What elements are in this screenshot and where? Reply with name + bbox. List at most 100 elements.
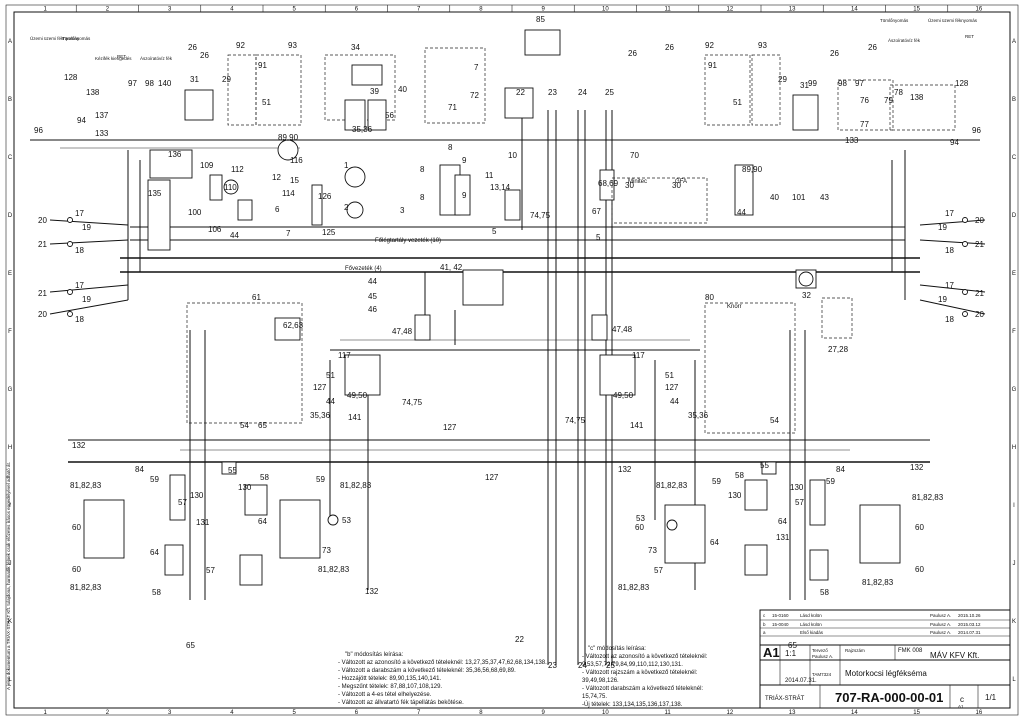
label-40b: 40 <box>398 85 407 94</box>
label-110: 110 <box>224 183 237 192</box>
label-51c: 51 <box>665 371 674 380</box>
row-marker-F: F <box>8 329 12 335</box>
label-94b: 94 <box>950 138 959 147</box>
label-130b: 130 <box>238 483 252 492</box>
label-54: 54 <box>240 421 249 430</box>
label-59d: 59 <box>826 477 835 486</box>
label-49-50: 49,50 <box>347 391 368 400</box>
modification-notes: "b" módosítás leírása: - Változott az az… <box>338 646 708 708</box>
label-132d: 132 <box>365 587 379 596</box>
label-77: 77 <box>860 120 869 129</box>
label-117b: 117 <box>632 351 645 360</box>
label-25-bottom: 25 <box>606 661 615 670</box>
row-marker-I: I <box>9 503 11 509</box>
label-106: 106 <box>208 225 222 234</box>
label-17d: 17 <box>945 281 954 290</box>
top-label-8: Ászoíratóvíz fék <box>888 37 921 43</box>
column-marker-2: 2 <box>106 7 110 13</box>
label-19: 19 <box>82 223 91 232</box>
title-block <box>759 609 1011 709</box>
label-72: 72 <box>470 91 479 100</box>
label-20c: 20 <box>975 216 984 225</box>
label-34: 34 <box>351 43 360 52</box>
row-marker-C: C <box>8 155 13 161</box>
label-22-bottom: 22 <box>515 635 524 644</box>
label-85: 85 <box>536 15 545 24</box>
notes-right-line-6: -Új tételek: 133,134,135,136,137,138. <box>582 701 683 708</box>
label-21b: 21 <box>38 289 47 298</box>
label-51: 51 <box>262 98 271 107</box>
label-54b: 54 <box>770 416 779 425</box>
label-44c: 44 <box>737 208 746 217</box>
label-65b: 65 <box>186 641 195 650</box>
notes-left-line-1: - Változott a darabszám a következő téte… <box>338 668 516 674</box>
notes-left-line-3: - Megszűnt tételek: 87,88,107,108,129. <box>338 684 442 690</box>
rev-c-desc: Lásd külön <box>800 613 822 618</box>
tb-scale: 1:1 <box>785 649 797 658</box>
label-24-bottom: 24 <box>578 661 587 670</box>
label-53: 53 <box>342 516 351 525</box>
column-marker-8: 8 <box>479 7 483 13</box>
label-60e: 60 <box>915 565 924 574</box>
label-135: 135 <box>148 189 162 198</box>
label-59c: 59 <box>712 477 721 486</box>
label-57b: 57 <box>206 566 215 575</box>
notes-left-line-2: - Hozzájött tételek: 89,90,135,140,141. <box>338 676 441 682</box>
top-label-9: RET <box>965 34 974 39</box>
label-18: 18 <box>75 246 84 255</box>
rev-b-desc: Lásd külön <box>800 622 822 627</box>
label-56: 56 <box>385 111 394 120</box>
label-68-69: 68,69 <box>598 179 619 188</box>
label-53b: 53 <box>636 514 645 523</box>
label-19b: 19 <box>82 295 91 304</box>
rev-b-code: b <box>763 622 766 627</box>
label-57: 57 <box>178 498 187 507</box>
label-20b: 20 <box>38 310 47 319</box>
label-17b: 17 <box>75 281 84 290</box>
row-marker-B: B <box>8 97 12 103</box>
label-58d: 58 <box>820 588 829 597</box>
label-131b: 131 <box>776 533 790 542</box>
label-96b: 96 <box>972 126 981 135</box>
column-marker-6: 6 <box>355 7 359 13</box>
label-24: 24 <box>578 88 587 97</box>
label-18b: 18 <box>75 315 84 324</box>
label-knorr: Knorr <box>727 304 742 310</box>
column-marker-9: 9 <box>541 710 545 716</box>
label-1: 1 <box>344 161 349 170</box>
label-19c: 19 <box>938 223 947 232</box>
column-marker-10: 10 <box>602 7 609 13</box>
row-marker-C: C <box>1012 155 1017 161</box>
label-35-36c: 35,36 <box>352 125 373 134</box>
label-17c: 17 <box>945 209 954 218</box>
notes-right-line-2: - Változott rajzszám a következő tételek… <box>582 670 698 676</box>
tb-code: TAM7324 <box>812 672 832 677</box>
tb-company: MÁV KFV Kft. <box>930 651 979 660</box>
label-39: 39 <box>370 87 379 96</box>
column-marker-7: 7 <box>417 7 421 13</box>
label-58b: 58 <box>152 588 161 597</box>
label-138: 138 <box>86 88 100 97</box>
label-8b: 8 <box>420 193 425 202</box>
top-label-6: Tömlőnyomás <box>880 18 909 23</box>
label-137: 137 <box>95 111 109 120</box>
column-marker-5: 5 <box>292 7 296 13</box>
label-44: 44 <box>368 277 377 286</box>
label-41-42: 41, 42 <box>440 263 463 272</box>
row-marker-B: B <box>1012 97 1016 103</box>
column-marker-16: 16 <box>976 710 983 716</box>
label-46: 46 <box>368 305 377 314</box>
label-60b: 60 <box>72 565 81 574</box>
rev-c-code: c <box>763 613 766 618</box>
label-97: 97 <box>128 79 137 88</box>
label-18c: 18 <box>945 246 954 255</box>
left-couplings <box>49 217 986 317</box>
rev-a-date: 2014.07.31 <box>958 630 981 635</box>
row-marker-H: H <box>8 445 12 451</box>
label-132: 132 <box>72 441 86 450</box>
label-26b: 26 <box>665 43 674 52</box>
label-21c: 21 <box>975 240 984 249</box>
label-31b: 31 <box>800 81 809 90</box>
label-44e: 44 <box>670 397 679 406</box>
